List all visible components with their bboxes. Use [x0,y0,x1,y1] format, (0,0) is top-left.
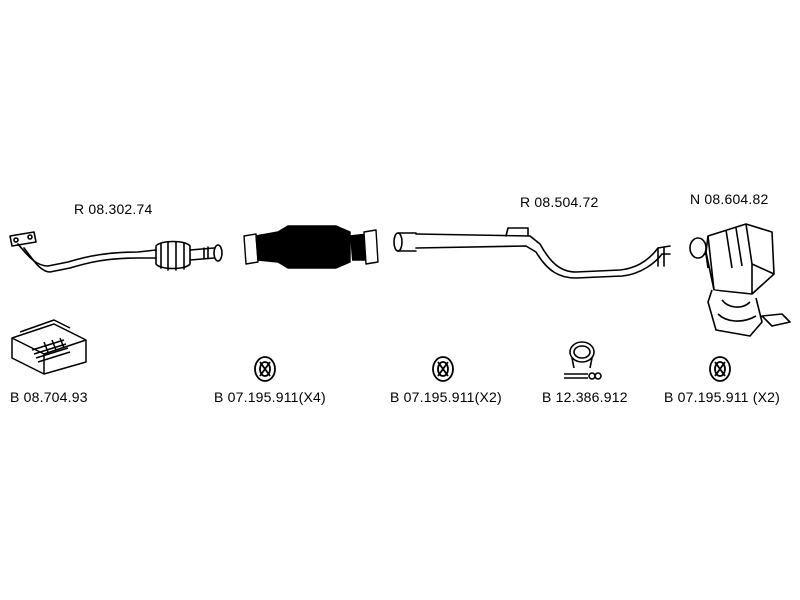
rear-silencer-drawing [689,223,791,337]
sealing-ring-icon [254,356,276,382]
ring-3-code: B 07.195.911 (X2) [664,389,780,405]
ring-2-code: B 07.195.911(X2) [390,389,502,405]
front-pipe-drawing [9,231,223,273]
sealing-ring-icon [709,356,731,382]
clamp-code: B 12.386.912 [542,389,628,405]
mounting-kit-drawing [11,319,87,375]
middle-pipe-code: R 08.504.72 [520,194,599,210]
clamp-icon [564,341,602,380]
mounting-kit-code: B 08.704.93 [10,389,88,405]
front-pipe-code: R 08.302.74 [74,201,153,217]
ring-1-code: B 07.195.911(X4) [214,389,326,405]
middle-pipe-drawing [393,227,671,279]
catalytic-converter-drawing [243,225,379,269]
rear-silencer-code: N 08.604.82 [690,191,769,207]
sealing-ring-icon [432,356,454,382]
